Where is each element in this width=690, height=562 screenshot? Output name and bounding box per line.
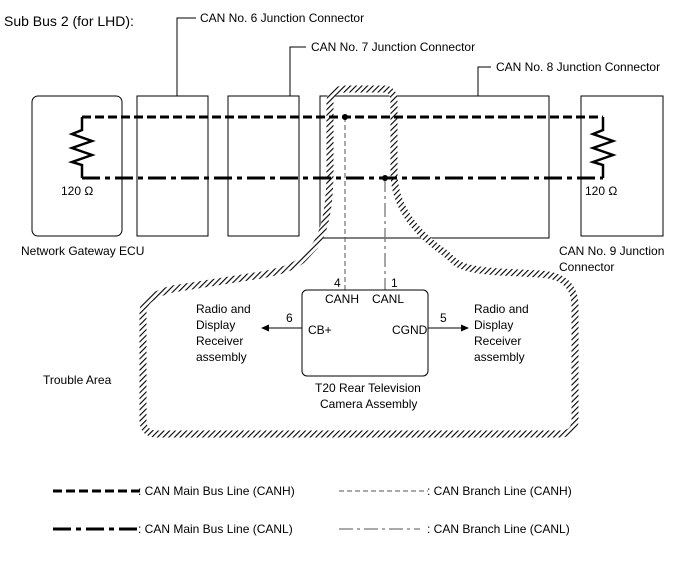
can-no9-junction-box [580, 95, 664, 237]
radio-right-line4: assembly [474, 350, 525, 364]
diagram-title: Sub Bus 2 (for LHD): [4, 13, 134, 29]
camera-name-line2: Camera Assembly [320, 397, 417, 411]
trouble-area-outline [139, 85, 579, 438]
jc8-label: CAN No. 8 Junction Connector [496, 60, 660, 74]
pin-canl-label: CANL [372, 292, 404, 306]
legend-main-canl-label: : CAN Main Bus Line (CANL) [138, 522, 293, 536]
radio-right-line2: Display [474, 318, 513, 332]
can-no8-junction-box [319, 95, 550, 239]
canh-splice-point [342, 114, 348, 120]
trouble-area-label: Trouble Area [43, 373, 112, 387]
legend-main-canh-label: : CAN Main Bus Line (CANH) [138, 484, 295, 498]
pin-canh-label: CANH [325, 292, 359, 306]
radio-left-line1: Radio and [196, 302, 251, 316]
pin-cb-label: CB+ [308, 323, 332, 337]
can-no7-junction-box [227, 95, 300, 237]
can-no6-junction-box [136, 95, 209, 237]
legend-branch-canh-label: : CAN Branch Line (CANH) [427, 484, 572, 498]
pin-cb-number: 6 [286, 311, 293, 325]
jc9-label-line2: Connector [559, 260, 614, 274]
pin-cgnd-number: 5 [440, 311, 447, 325]
pin-canh-number: 4 [334, 276, 341, 290]
gateway-ecu-label: Network Gateway ECU [21, 244, 144, 258]
jc7-label: CAN No. 7 Junction Connector [311, 40, 475, 54]
canl-splice-point [382, 175, 388, 181]
legend-branch-canl-label: : CAN Branch Line (CANL) [427, 522, 570, 536]
radio-right-line3: Receiver [474, 334, 521, 348]
radio-display-receiver-left-label: Radio and Display Receiver assembly [196, 302, 251, 364]
jc8-leader-line [477, 66, 491, 96]
network-gateway-ecu-box [31, 95, 123, 237]
cgnd-arrowhead [461, 324, 469, 332]
jc6-label: CAN No. 6 Junction Connector [200, 11, 364, 25]
radio-display-receiver-right-label: Radio and Display Receiver assembly [474, 302, 529, 364]
radio-left-line4: assembly [196, 350, 247, 364]
pin-canl-number: 1 [391, 276, 398, 290]
camera-name-line1: T20 Rear Television [315, 381, 421, 395]
cb-arrowhead [261, 324, 269, 332]
radio-right-line1: Radio and [474, 302, 529, 316]
left-termination-resistor [67, 117, 96, 178]
jc7-leader-line [289, 46, 306, 96]
pin-cgnd-label: CGND [392, 323, 428, 337]
right-termination-resistor [588, 117, 617, 178]
rear-television-camera-box [301, 289, 429, 377]
jc6-leader-line [176, 17, 196, 96]
right-resistor-label: 120 Ω [585, 184, 617, 198]
radio-left-line3: Receiver [196, 334, 243, 348]
jc9-label-line1: CAN No. 9 Junction [559, 244, 664, 258]
radio-left-line2: Display [196, 318, 235, 332]
left-resistor-label: 120 Ω [61, 184, 93, 198]
